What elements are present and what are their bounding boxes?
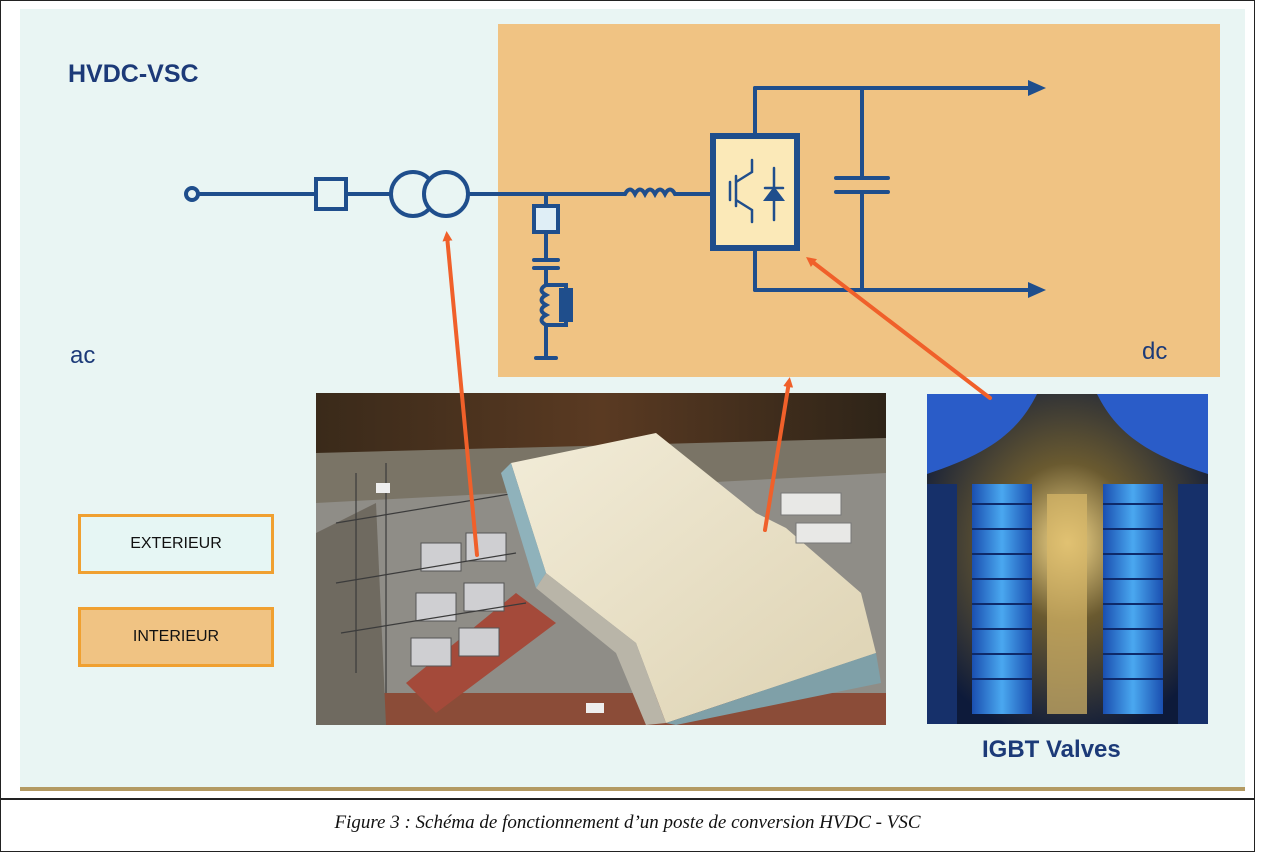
diagram-title: HVDC-VSC bbox=[68, 60, 199, 88]
legend-interior: INTERIEUR bbox=[78, 607, 274, 667]
ac-label: ac bbox=[70, 342, 96, 369]
dc-label: dc bbox=[1142, 338, 1168, 365]
caption-separator bbox=[0, 798, 1255, 800]
interior-dc-zone bbox=[498, 24, 1220, 377]
igbt-valves-photo bbox=[927, 394, 1208, 724]
figure-caption: Figure 3 : Schéma de fonctionnement d’un… bbox=[334, 812, 921, 833]
converter-station-photo bbox=[316, 393, 886, 725]
legend-exterior: EXTERIEUR bbox=[78, 514, 274, 574]
igbt-valves-label: IGBT Valves bbox=[982, 736, 1121, 763]
